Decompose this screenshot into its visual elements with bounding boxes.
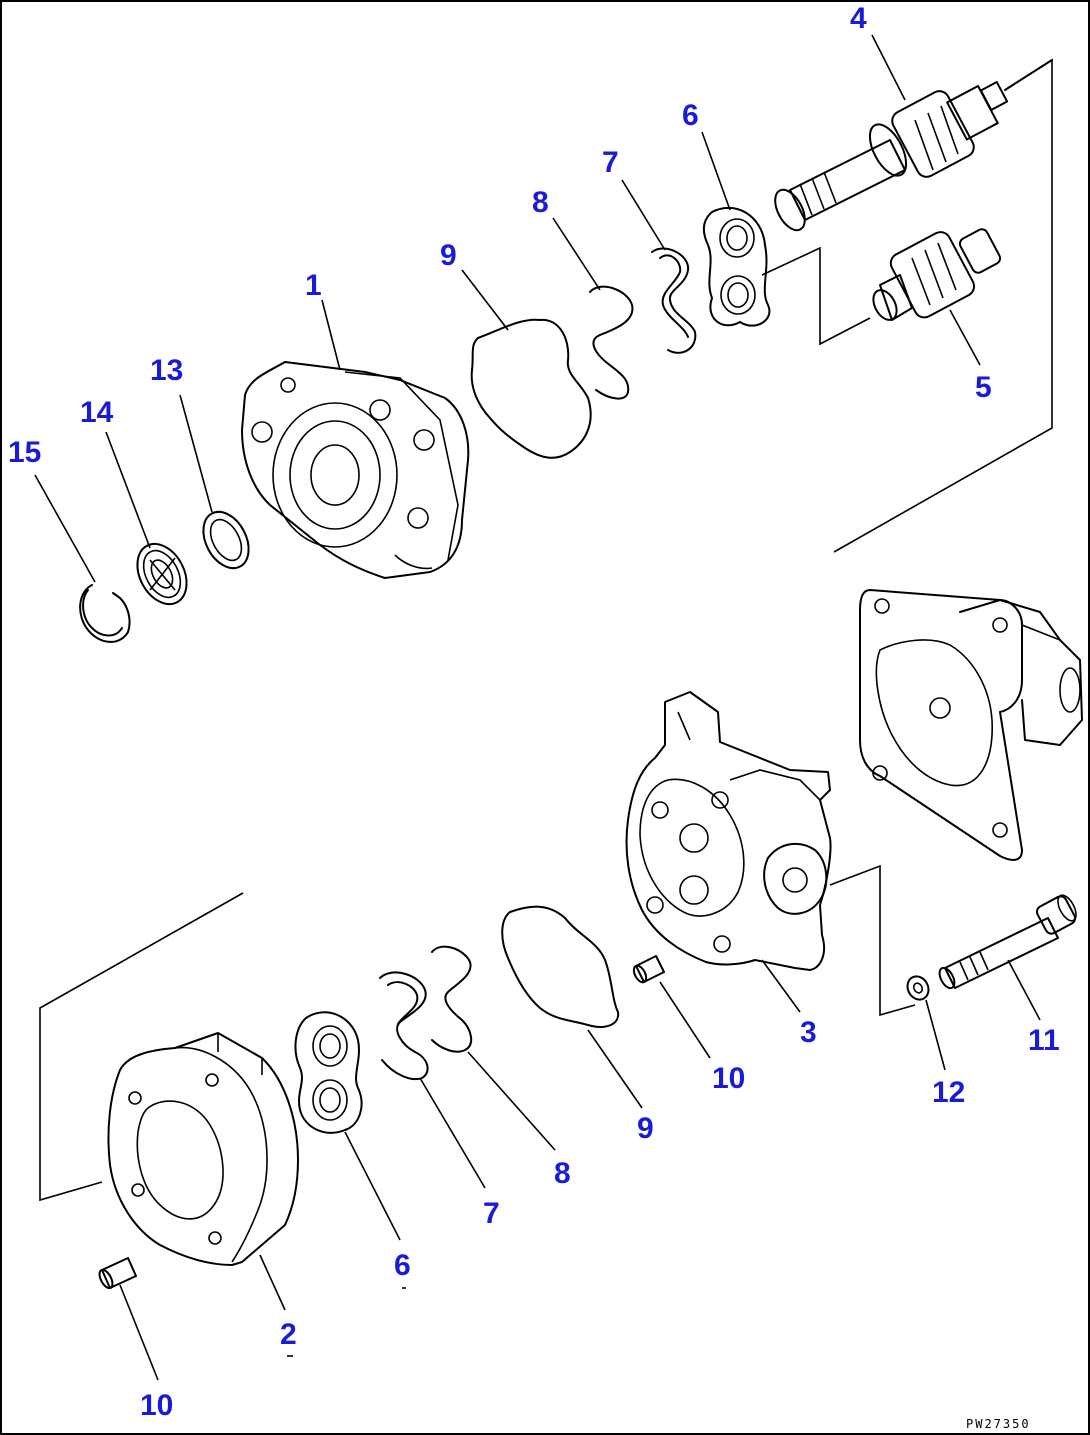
rear-cover-assembly <box>859 589 1083 861</box>
callout-7-upper: 7 <box>602 146 619 179</box>
seal-part-7-upper <box>651 247 697 354</box>
drive-shaft-part-4 <box>774 59 1053 232</box>
driven-gear-part-5 <box>872 228 1002 321</box>
bolt-axis-bracket <box>829 864 916 1017</box>
upper-assembly-bracket <box>833 58 1053 553</box>
callout-labels: 4 6 7 8 9 1 13 14 15 5 3 11 12 10 9 8 7 … <box>8 2 1060 1422</box>
callout-10-left: 10 <box>140 1389 173 1422</box>
oil-seal-part-14 <box>136 542 188 606</box>
leader-lines <box>34 34 1041 1381</box>
callout-2: 2 <box>280 1318 297 1351</box>
gear-axis-bracket <box>761 246 871 346</box>
callout-5: 5 <box>975 371 992 404</box>
gasket-part-9-lower <box>501 905 620 1028</box>
seal-part-7-lower <box>379 971 429 1080</box>
backup-ring-part-8-lower <box>431 945 473 1053</box>
side-plate-part-6-upper <box>702 206 771 327</box>
callout-10-right: 10 <box>712 1062 745 1095</box>
gasket-part-9-upper <box>470 318 592 459</box>
washer-part-13 <box>202 510 250 570</box>
drawing-code: PW27350 <box>966 1417 1031 1431</box>
callout-9-lower: 9 <box>637 1112 654 1145</box>
washer-part-12 <box>906 975 930 1001</box>
callout-11: 11 <box>1028 1024 1060 1057</box>
dowel-pin-part-10-right <box>632 955 665 984</box>
callout-8-upper: 8 <box>532 186 549 219</box>
callout-3: 3 <box>800 1016 817 1049</box>
callout-4: 4 <box>850 2 867 35</box>
bolt-part-11 <box>938 894 1077 990</box>
backup-ring-part-8-upper <box>589 285 634 400</box>
callout-14: 14 <box>80 396 114 429</box>
lower-assembly-bracket <box>39 892 244 1202</box>
callout-6-lower: 6 <box>394 1249 411 1282</box>
callout-12: 12 <box>932 1076 965 1109</box>
dowel-pin-part-10-left <box>98 1257 137 1290</box>
callout-9-upper: 9 <box>440 239 457 272</box>
callout-8-lower: 8 <box>554 1157 571 1190</box>
callout-6-upper: 6 <box>682 99 699 132</box>
callout-7-lower: 7 <box>483 1197 500 1230</box>
front-cover-part-1 <box>241 361 470 579</box>
side-plate-part-6-lower <box>294 1011 363 1134</box>
gear-housing-part-3 <box>625 691 832 971</box>
gear-case-part-2 <box>107 1032 299 1266</box>
callout-1: 1 <box>305 269 322 302</box>
snap-ring-part-15 <box>79 584 131 643</box>
callout-15: 15 <box>8 436 41 469</box>
callout-13: 13 <box>150 354 183 387</box>
